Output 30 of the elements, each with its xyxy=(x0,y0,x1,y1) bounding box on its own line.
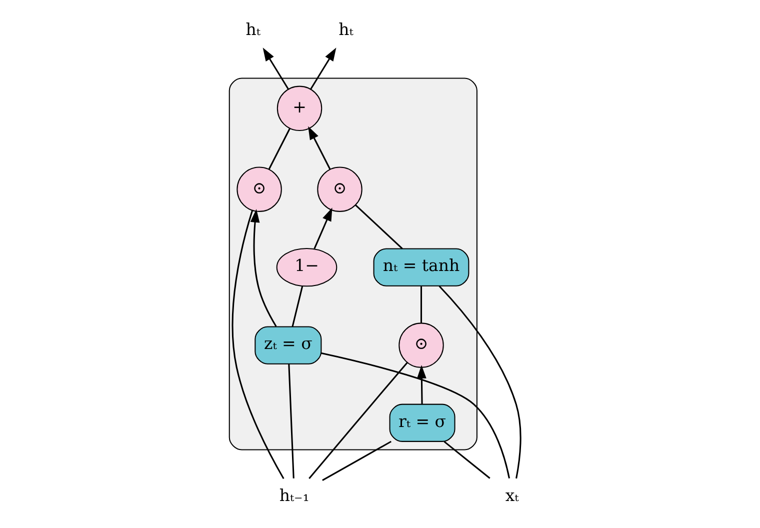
arrow xyxy=(308,126,330,170)
connector xyxy=(354,204,402,250)
connector xyxy=(320,352,510,478)
cluster xyxy=(228,78,477,450)
connector xyxy=(443,440,490,479)
connector xyxy=(231,210,284,479)
node-box: rₜ = σ xyxy=(388,404,455,442)
connector xyxy=(268,128,290,170)
node-box: zₜ = σ xyxy=(254,326,322,364)
connector xyxy=(322,440,392,481)
node-text: hₜ xyxy=(245,20,260,39)
arrow xyxy=(313,208,332,249)
node-circle: ⊙ xyxy=(236,166,282,212)
connector xyxy=(308,362,408,479)
connector xyxy=(438,286,521,479)
node-text: hₜ₋₁ xyxy=(278,486,309,506)
node-circle: + xyxy=(276,86,322,132)
node-text: hₜ xyxy=(338,20,353,39)
connector xyxy=(288,364,294,478)
node-ellipse: 1− xyxy=(276,248,337,287)
arrow xyxy=(416,364,426,404)
node-circle: ⊙ xyxy=(398,322,444,368)
arrow xyxy=(262,48,289,90)
connector xyxy=(420,286,422,324)
connector xyxy=(291,286,303,327)
arrow xyxy=(250,208,276,327)
arrow xyxy=(309,48,336,90)
node-box: nₜ = tanh xyxy=(372,248,469,286)
node-text: xₜ xyxy=(504,486,518,506)
node-circle: ⊙ xyxy=(316,166,362,212)
